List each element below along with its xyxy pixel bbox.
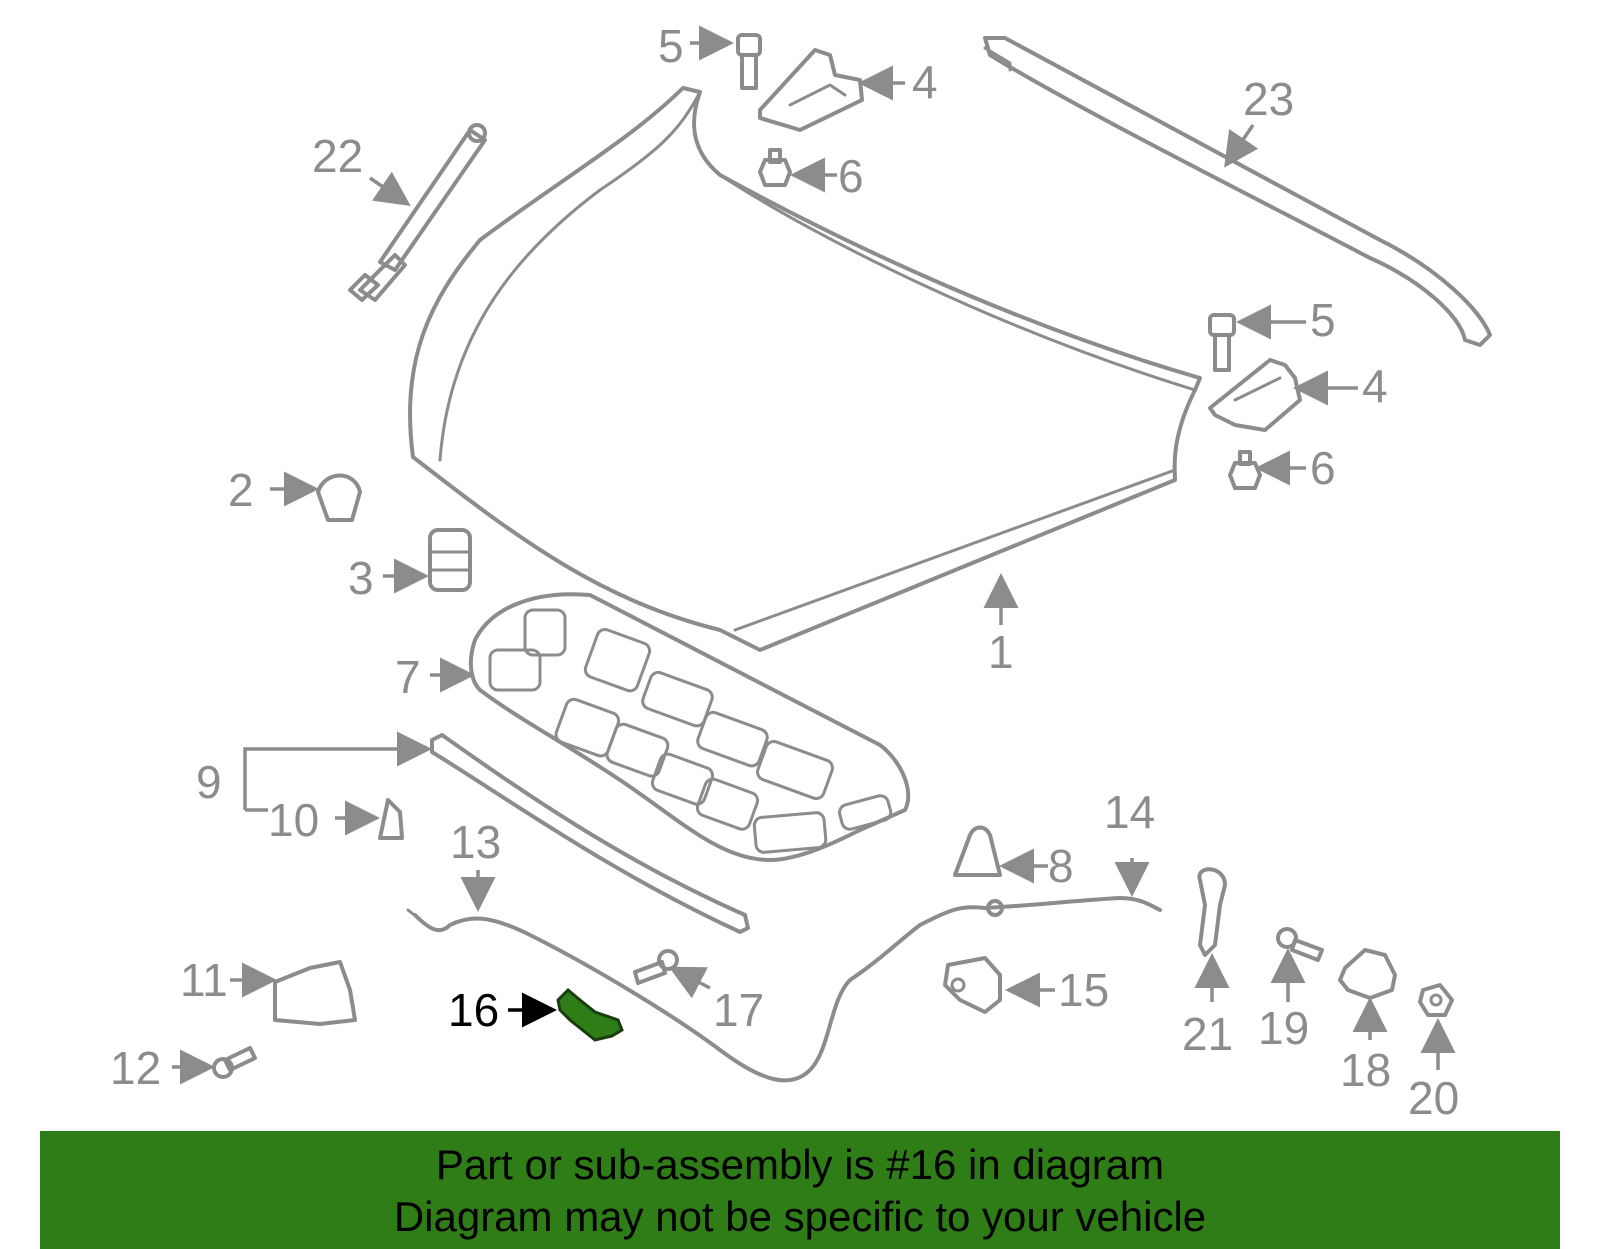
bumper-part-2: [316, 473, 362, 522]
label-15: 15: [1058, 964, 1109, 1016]
bracket-part-11: [273, 960, 357, 1026]
label-2: 2: [228, 464, 254, 516]
label-21: 21: [1182, 1008, 1233, 1060]
label-18: 18: [1340, 1044, 1391, 1096]
bolt-right-part-5: [1208, 313, 1236, 372]
label-19: 19: [1258, 1002, 1309, 1054]
banner-line-2: Diagram may not be specific to your vehi…: [393, 1193, 1207, 1240]
clip-part-10: [378, 798, 404, 840]
label-5-right: 5: [1310, 294, 1336, 346]
label-11: 11: [180, 954, 228, 1006]
label-8: 8: [1048, 840, 1074, 892]
lock-part-21: [1197, 867, 1227, 957]
bumper-part-8: [953, 825, 1002, 877]
label-9: 9: [196, 756, 222, 808]
banner-line-1: Part or sub-assembly is #16 in diagram: [435, 1141, 1165, 1188]
label-20: 20: [1408, 1072, 1459, 1124]
label-5-top: 5: [658, 20, 684, 72]
hood-strut-part-22: [348, 123, 487, 302]
hood-part-1: [408, 86, 1202, 652]
label-7: 7: [395, 651, 421, 703]
cable-part-13: [406, 905, 987, 1083]
nut-right-part-6: [1228, 450, 1262, 490]
label-16-highlighted: 16: [448, 984, 499, 1036]
cable-part-14: [983, 896, 1162, 917]
bolt-part-12: [212, 1046, 257, 1079]
parts-diagram: 5 4 6 22 23 5 4 6 2 3 1 7 9 10 13 14 8 1…: [110, 20, 1492, 1124]
label-12: 12: [110, 1042, 161, 1094]
callout-arrows: [172, 25, 1456, 1085]
hinge-left-part-4: [758, 48, 864, 132]
seal-part-9: [430, 733, 750, 934]
bolt-left-part-5: [736, 33, 762, 90]
label-17: 17: [713, 984, 764, 1036]
info-banner: Part or sub-assembly is #16 in diagram D…: [40, 1131, 1560, 1249]
bumper-part-3: [428, 528, 472, 592]
nut-part-20: [1418, 983, 1454, 1017]
label-4-right: 4: [1362, 360, 1388, 412]
label-6-right: 6: [1310, 442, 1336, 494]
bracket-part-18: [1338, 948, 1397, 1000]
weatherstrip-part-23: [983, 36, 1492, 347]
bracket-part-16: [556, 987, 624, 1042]
label-1: 1: [988, 626, 1014, 678]
callout-labels: 5 4 6 22 23 5 4 6 2 3 1 7 9 10 13 14 8 1…: [110, 20, 1459, 1124]
label-22: 22: [312, 130, 363, 182]
label-23: 23: [1243, 73, 1294, 125]
insulator-part-7: [468, 592, 911, 862]
bolt-part-19: [1276, 927, 1324, 962]
label-6-top: 6: [838, 150, 864, 202]
label-4-top: 4: [912, 56, 938, 108]
label-13: 13: [450, 816, 501, 868]
latch-part-15: [943, 956, 1002, 1014]
nut-left-part-6: [758, 148, 792, 187]
label-14: 14: [1104, 786, 1155, 838]
bolt-part-17: [633, 949, 679, 985]
label-3: 3: [348, 552, 374, 604]
label-10: 10: [268, 794, 319, 846]
